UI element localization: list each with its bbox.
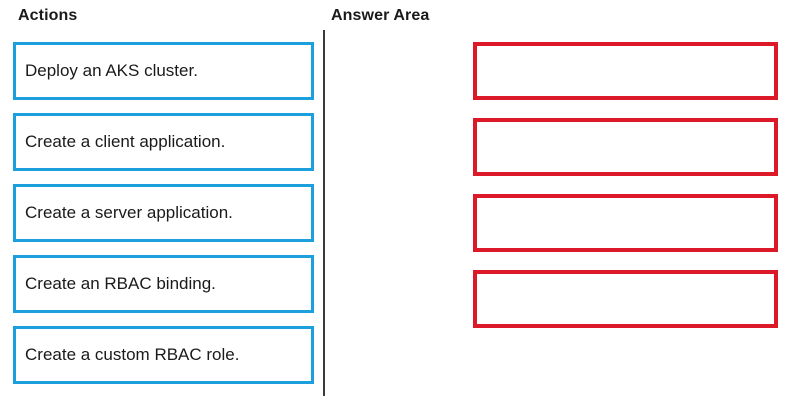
- answer-slot[interactable]: [473, 194, 778, 252]
- actions-list: Deploy an AKS cluster. Create a client a…: [13, 42, 314, 384]
- answer-slot-list: [473, 42, 778, 328]
- column-divider: [323, 30, 325, 396]
- action-item[interactable]: Create a custom RBAC role.: [13, 326, 314, 384]
- action-item-label: Create an RBAC binding.: [25, 273, 216, 293]
- action-item-label: Deploy an AKS cluster.: [25, 60, 198, 80]
- answer-slot[interactable]: [473, 270, 778, 328]
- answer-area-heading: Answer Area: [331, 7, 430, 24]
- action-item[interactable]: Create a server application.: [13, 184, 314, 242]
- actions-column-heading: Actions: [18, 7, 78, 24]
- answer-slot[interactable]: [473, 42, 778, 100]
- action-item[interactable]: Create a client application.: [13, 113, 314, 171]
- action-item[interactable]: Create an RBAC binding.: [13, 255, 314, 313]
- action-item-label: Create a client application.: [25, 131, 226, 151]
- answer-slot[interactable]: [473, 118, 778, 176]
- action-item[interactable]: Deploy an AKS cluster.: [13, 42, 314, 100]
- action-item-label: Create a custom RBAC role.: [25, 344, 240, 364]
- action-item-label: Create a server application.: [25, 202, 233, 222]
